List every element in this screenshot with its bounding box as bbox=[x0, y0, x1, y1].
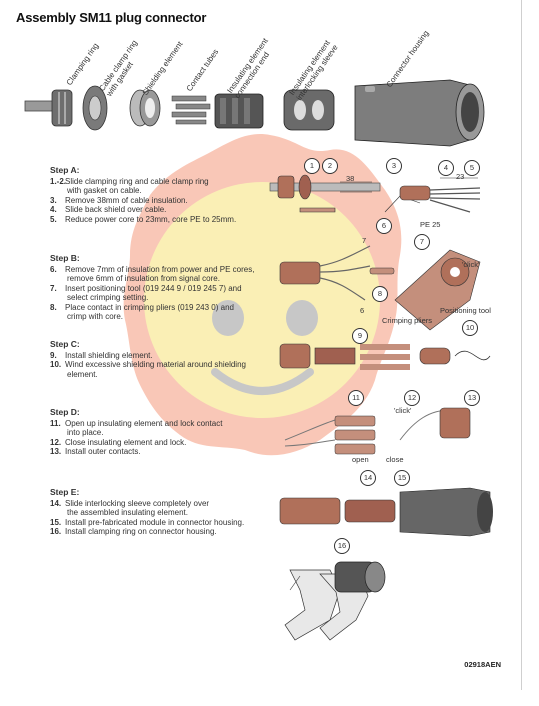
shielding-element-part bbox=[129, 89, 161, 127]
step-text-cont: crimp with core. bbox=[67, 312, 124, 321]
callout-11: 11 bbox=[348, 390, 364, 406]
step-a-cable-illustration bbox=[269, 174, 421, 213]
callout-7: 7 bbox=[414, 234, 430, 250]
step-d: Step D: 11. Open up insulating element an… bbox=[50, 407, 223, 457]
step-number: 8. bbox=[50, 302, 57, 312]
dimension-7-label: 7 bbox=[362, 236, 367, 245]
step-e-heading: Step E: bbox=[50, 487, 80, 497]
callout-16: 16 bbox=[334, 538, 350, 554]
step-number: 7. bbox=[50, 283, 57, 293]
callout-13: 13 bbox=[464, 390, 480, 406]
dimension-6-label: 6 bbox=[360, 306, 365, 315]
page-divider bbox=[521, 0, 522, 690]
click-label-2: 'click' bbox=[394, 406, 412, 415]
step-text-cont: the assembled insulating element. bbox=[67, 508, 188, 517]
step-number: 4. bbox=[50, 205, 57, 214]
step-number: 12. bbox=[50, 437, 62, 447]
pe25-label: PE 25 bbox=[420, 220, 441, 229]
page-title: Assembly SM11 plug connector bbox=[16, 10, 207, 25]
connector-housing-part bbox=[354, 79, 485, 147]
callout-12: 12 bbox=[404, 390, 420, 406]
close-label: close bbox=[386, 455, 404, 464]
step-text: Insert positioning tool (019 244 9 / 019… bbox=[65, 283, 242, 293]
step-text-cont: with gasket on cable. bbox=[67, 186, 142, 195]
step-text: Slide clamping ring and cable clamp ring bbox=[65, 176, 209, 186]
step-number: 9. bbox=[50, 350, 57, 360]
step-text: Install outer contacts. bbox=[65, 447, 141, 456]
cable-clamp-ring-part bbox=[82, 85, 108, 131]
step-16-tool-illustration bbox=[284, 561, 386, 641]
click-label-1: 'click' bbox=[462, 260, 480, 269]
step-c-heading: Step C: bbox=[50, 339, 80, 349]
open-label: open bbox=[352, 455, 369, 464]
step-text: Install clamping ring on connector housi… bbox=[65, 527, 217, 536]
callout-6: 6 bbox=[376, 218, 392, 234]
step-d-insulating-illustration bbox=[284, 407, 471, 455]
insulating-element-sleeve-part bbox=[283, 89, 335, 131]
step-number: 13. bbox=[50, 447, 62, 456]
step-c: Step C: 9. Install shielding element. 10.… bbox=[50, 339, 246, 379]
positioning-tool-label: Positioning tool bbox=[440, 306, 491, 315]
step-text: Remove 38mm of cable insulation. bbox=[65, 195, 188, 205]
step-text: Wind excessive shielding material around… bbox=[65, 360, 246, 369]
step-text-cont: remove 6mm of insulation from signal cor… bbox=[67, 274, 220, 283]
callout-8: 8 bbox=[372, 286, 388, 302]
crimping-pliers-label: Crimping pliers bbox=[382, 316, 433, 325]
document-code: 02918AEN bbox=[464, 660, 501, 669]
step-text: Remove 7mm of insulation from power and … bbox=[65, 264, 255, 274]
dimension-38-label: 38 bbox=[346, 174, 355, 183]
step-number: 15. bbox=[50, 517, 62, 527]
step-b-heading: Step B: bbox=[50, 253, 80, 263]
step-text: Reduce power core to 23mm, core PE to 25… bbox=[65, 214, 237, 224]
step-a-stripped-cable bbox=[399, 177, 481, 213]
callout-9: 9 bbox=[352, 328, 368, 344]
step-e: Step E: 14.Slide interlocking sleeve com… bbox=[50, 487, 245, 537]
step-d-heading: Step D: bbox=[50, 407, 80, 417]
step-text: Open up insulating element and lock cont… bbox=[65, 418, 223, 428]
insulating-element-connection-end-part bbox=[214, 93, 264, 129]
step-number: 11. bbox=[50, 418, 61, 428]
step-text: Place contact in crimping pliers (019 24… bbox=[65, 302, 234, 312]
callout-15: 15 bbox=[394, 470, 410, 486]
step-text: Slide back shield over cable. bbox=[65, 205, 167, 214]
clamping-ring-part bbox=[51, 89, 73, 127]
step-number: 6. bbox=[50, 264, 57, 274]
callout-5: 5 bbox=[464, 160, 480, 176]
step-number: 16. bbox=[50, 527, 62, 536]
step-b-crimp-illustration bbox=[279, 245, 481, 331]
step-number: 3. bbox=[50, 195, 57, 205]
step-text-cont: element. bbox=[67, 369, 98, 379]
callout-3: 3 bbox=[386, 158, 402, 174]
callout-1: 1 bbox=[304, 158, 320, 174]
step-a: Step A: 1.-2.Slide clamping ring and cab… bbox=[50, 165, 237, 224]
step-text: Install shielding element. bbox=[65, 350, 153, 360]
step-text: Slide interlocking sleeve completely ove… bbox=[65, 498, 210, 508]
callout-10: 10 bbox=[462, 320, 478, 336]
callout-14: 14 bbox=[360, 470, 376, 486]
step-text-cont: into place. bbox=[67, 428, 104, 437]
callout-4: 4 bbox=[438, 160, 454, 176]
step-number: 14. bbox=[50, 498, 62, 508]
callout-2: 2 bbox=[322, 158, 338, 174]
step-text: Close insulating element and lock. bbox=[65, 437, 187, 447]
step-a-heading: Step A: bbox=[50, 165, 80, 175]
step-text-cont: select crimping setting. bbox=[67, 293, 149, 302]
step-number: 10. bbox=[50, 360, 62, 369]
step-c-shield-illustration bbox=[279, 343, 491, 370]
step-b: Step B: 6. Remove 7mm of insulation from … bbox=[50, 253, 255, 322]
contact-tubes-part bbox=[171, 95, 211, 125]
step-number: 1.-2. bbox=[50, 176, 67, 186]
dimension-23-label: 23 bbox=[456, 172, 465, 181]
step-number: 5. bbox=[50, 214, 57, 224]
step-e-housing-illustration bbox=[279, 487, 493, 537]
step-text: Install pre-fabricated module in connect… bbox=[65, 517, 245, 527]
